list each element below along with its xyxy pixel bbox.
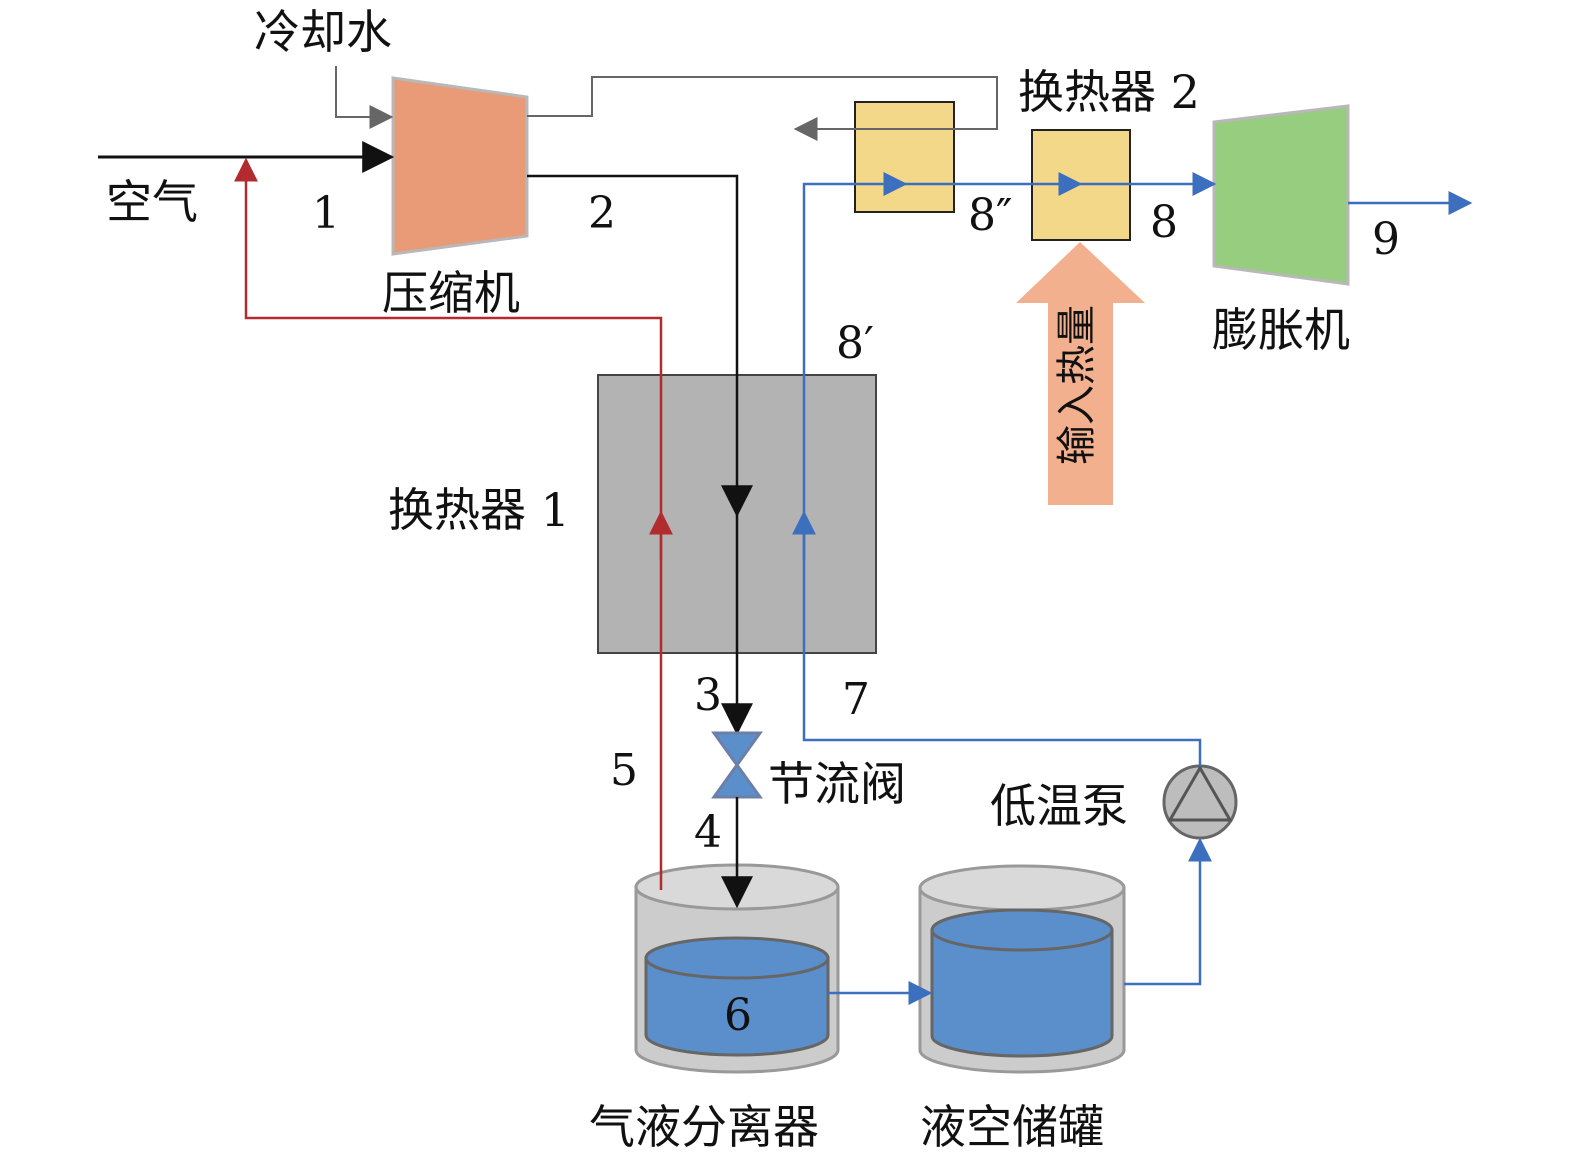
tank-label: 液空储罐	[920, 1100, 1104, 1154]
cooling-water-label: 冷却水	[254, 5, 392, 59]
state-6-label: 6	[724, 990, 752, 1041]
liquid-air-tank	[918, 864, 1126, 1074]
cooling-water-loop	[527, 76, 998, 141]
pump-label: 低温泵	[990, 779, 1128, 833]
separator-label: 气液分离器	[589, 1100, 819, 1154]
compressor-label: 压缩机	[382, 266, 520, 320]
throttle-valve-label: 节流阀	[768, 757, 906, 811]
heat-exchanger-2a-shape	[854, 101, 955, 213]
state-3-label: 3	[694, 670, 722, 721]
state-7-label: 7	[842, 674, 870, 725]
heat-input-arrow	[1016, 242, 1145, 505]
stream-7-line	[802, 172, 1202, 766]
state-4-label: 4	[694, 807, 722, 858]
state-8-label: 8	[1150, 197, 1178, 248]
state-8-double-prime-label: 8″	[968, 190, 1012, 241]
expander-label: 膨胀机	[1212, 303, 1350, 357]
cooling-water-line	[335, 66, 394, 129]
stream-5-return-line	[234, 157, 663, 890]
air-label: 空气	[106, 175, 198, 229]
heat-exchanger-2-label: 换热器 2	[1018, 65, 1200, 119]
cryogenic-pump	[1162, 764, 1238, 840]
tank-to-pump-line	[1124, 837, 1212, 986]
heat-exchanger-1-label: 换热器 1	[388, 483, 570, 537]
stream-2-line	[527, 174, 753, 518]
state-9-label: 9	[1372, 214, 1400, 265]
heat-input-label: 输入热量	[1054, 305, 1100, 465]
expander-shape	[1212, 104, 1350, 286]
state-1-label: 1	[312, 188, 340, 239]
compressor-shape	[391, 76, 529, 256]
gas-liquid-separator	[634, 863, 840, 1074]
state-2-label: 2	[588, 188, 616, 239]
throttle-valve	[711, 731, 763, 799]
state-8-prime-label: 8′	[836, 318, 874, 369]
state-5-label: 5	[610, 745, 638, 796]
